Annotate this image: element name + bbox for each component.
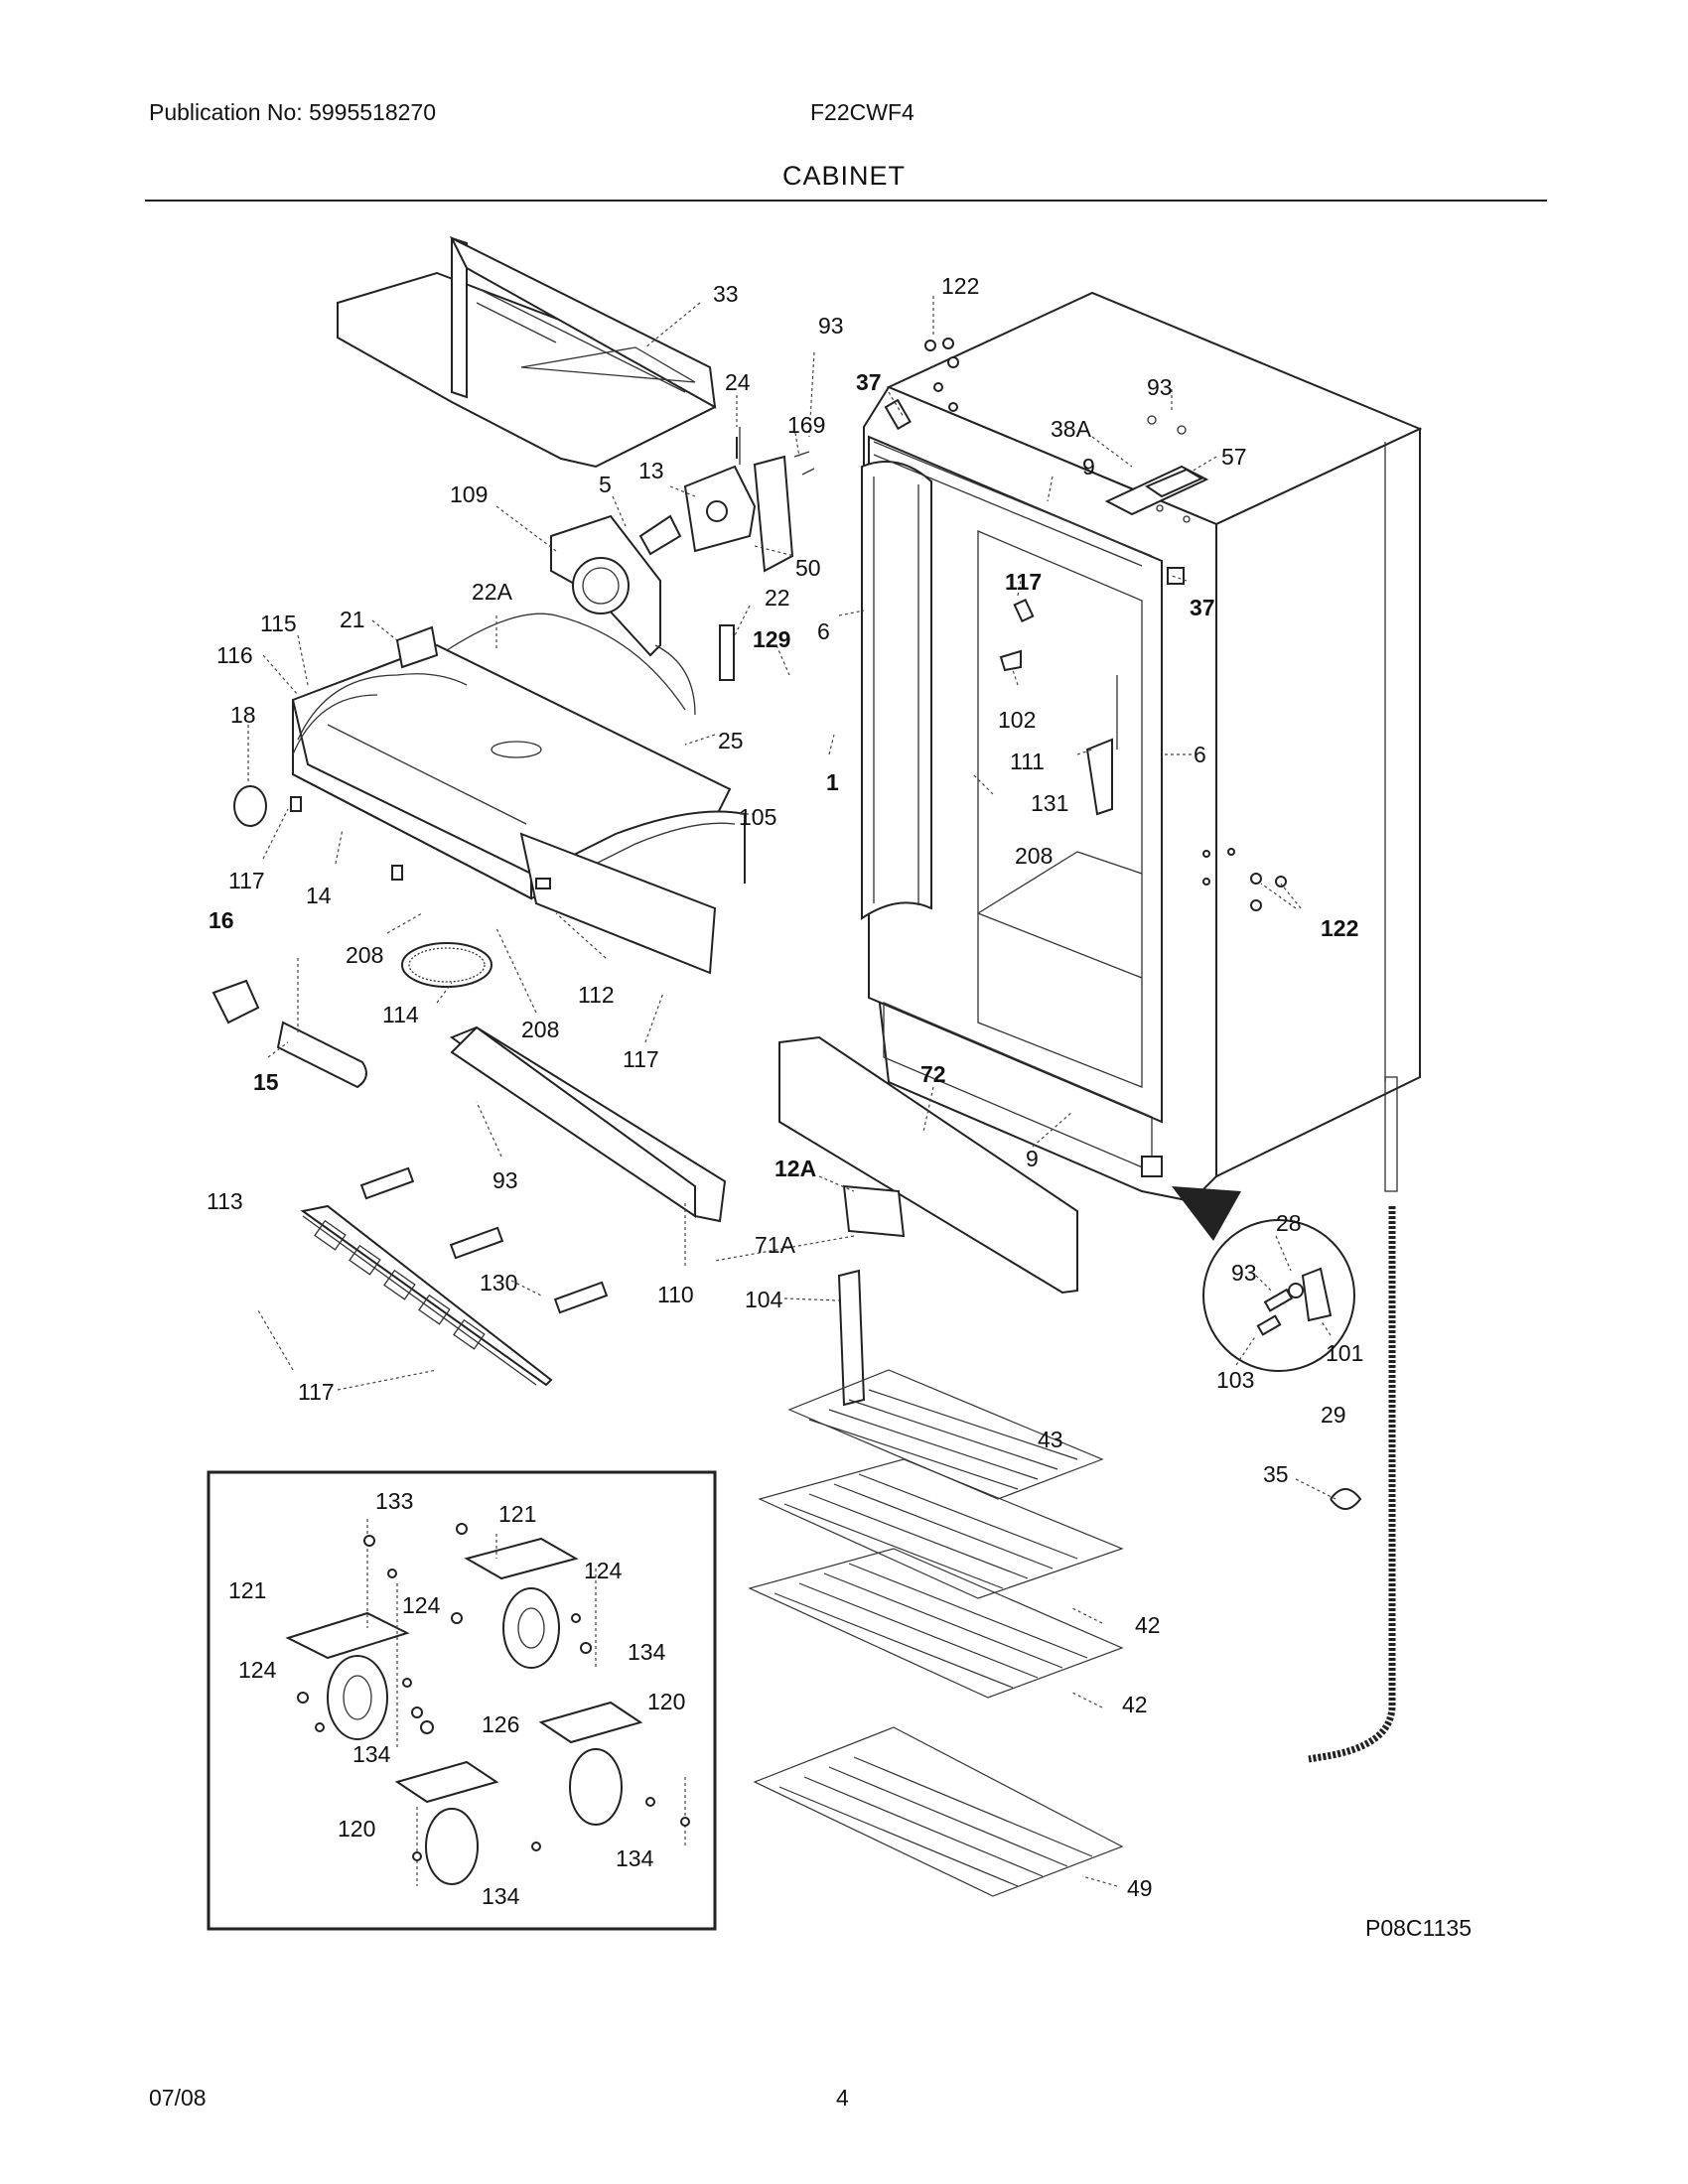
callout-50: 50 bbox=[795, 555, 821, 581]
callout-5: 5 bbox=[599, 472, 612, 497]
part-callouts: 33 122 24 93 37 93 169 38A 57 9 109 5 13… bbox=[207, 273, 1363, 1909]
section-title: CABINET bbox=[781, 161, 907, 191]
callout-38a: 38A bbox=[1051, 416, 1092, 442]
callout-93: 93 bbox=[1147, 374, 1173, 400]
callout-121: 121 bbox=[498, 1501, 536, 1527]
figure-code: P08C1135 bbox=[1365, 1915, 1472, 1941]
callout-42: 42 bbox=[1135, 1612, 1161, 1638]
callout-57: 57 bbox=[1221, 444, 1247, 470]
callout-110: 110 bbox=[657, 1282, 694, 1307]
callout-6: 6 bbox=[1194, 742, 1206, 767]
toe-grille bbox=[300, 1025, 727, 1387]
callout-15: 15 bbox=[253, 1069, 279, 1095]
callout-93: 93 bbox=[818, 313, 844, 339]
evaporator-cover-25 bbox=[211, 625, 746, 1089]
cabinet-body bbox=[861, 291, 1423, 1763]
callout-13: 13 bbox=[638, 458, 664, 483]
shelves bbox=[748, 1369, 1124, 1897]
callout-111: 111 bbox=[1010, 749, 1045, 774]
callout-1: 1 bbox=[826, 769, 839, 795]
callout-16: 16 bbox=[209, 907, 234, 933]
callout-133: 133 bbox=[375, 1488, 413, 1514]
callout-117: 117 bbox=[1005, 569, 1042, 595]
callout-24: 24 bbox=[725, 369, 751, 395]
callout-130: 130 bbox=[480, 1270, 517, 1296]
callout-113: 113 bbox=[207, 1188, 243, 1214]
callout-37: 37 bbox=[856, 369, 882, 395]
page-number: 4 bbox=[836, 2085, 849, 2111]
callout-43: 43 bbox=[1038, 1427, 1063, 1452]
callout-49: 49 bbox=[1127, 1875, 1153, 1901]
callout-117: 117 bbox=[228, 868, 265, 893]
callout-102: 102 bbox=[998, 707, 1036, 733]
callout-126: 126 bbox=[482, 1711, 519, 1737]
callout-208: 208 bbox=[1015, 843, 1053, 869]
callout-9: 9 bbox=[1082, 454, 1095, 479]
callout-116: 116 bbox=[216, 642, 253, 668]
callout-25: 25 bbox=[718, 728, 744, 753]
callout-129: 129 bbox=[753, 626, 790, 652]
callout-29: 29 bbox=[1321, 1402, 1346, 1428]
callout-104: 104 bbox=[745, 1287, 783, 1312]
callout-72: 72 bbox=[920, 1061, 946, 1087]
callout-124: 124 bbox=[238, 1657, 277, 1683]
callout-121: 121 bbox=[228, 1577, 266, 1603]
callout-114: 114 bbox=[382, 1002, 419, 1027]
callout-105: 105 bbox=[739, 804, 776, 830]
publication-number: Publication No: 5995518270 bbox=[149, 99, 437, 125]
callout-21: 21 bbox=[340, 607, 365, 632]
callout-6: 6 bbox=[817, 618, 830, 644]
callout-14: 14 bbox=[306, 883, 332, 908]
callout-124: 124 bbox=[584, 1558, 623, 1583]
callout-115: 115 bbox=[260, 611, 297, 636]
model-number: F22CWF4 bbox=[810, 99, 914, 125]
callout-134: 134 bbox=[482, 1883, 520, 1909]
front-panel-72 bbox=[778, 1035, 1078, 1407]
callout-122: 122 bbox=[1321, 915, 1358, 941]
callout-120: 120 bbox=[647, 1689, 685, 1714]
callout-131: 131 bbox=[1031, 790, 1068, 816]
callout-93: 93 bbox=[492, 1167, 518, 1193]
callout-134: 134 bbox=[352, 1741, 391, 1767]
callout-9: 9 bbox=[1026, 1146, 1039, 1171]
callout-169: 169 bbox=[787, 412, 825, 438]
callout-42: 42 bbox=[1122, 1692, 1148, 1717]
callout-122: 122 bbox=[941, 273, 979, 299]
callout-12a: 12A bbox=[774, 1156, 816, 1181]
callout-93: 93 bbox=[1231, 1260, 1257, 1286]
top-cover-33 bbox=[337, 235, 717, 469]
callout-28: 28 bbox=[1276, 1210, 1302, 1236]
callout-117: 117 bbox=[623, 1046, 659, 1072]
callout-120: 120 bbox=[338, 1816, 375, 1842]
callout-109: 109 bbox=[450, 481, 488, 507]
callout-117: 117 bbox=[298, 1379, 335, 1405]
callout-124: 124 bbox=[402, 1592, 441, 1618]
callout-134: 134 bbox=[616, 1845, 654, 1871]
fan-assembly bbox=[446, 427, 815, 716]
callout-112: 112 bbox=[578, 982, 615, 1008]
footer-date: 07/08 bbox=[149, 2085, 207, 2111]
callout-37: 37 bbox=[1190, 595, 1215, 620]
callout-22a: 22A bbox=[472, 579, 513, 605]
callout-71a: 71A bbox=[755, 1232, 796, 1258]
caster-inset-box bbox=[207, 1470, 717, 1931]
callout-22: 22 bbox=[765, 585, 790, 611]
leader-lines bbox=[247, 296, 1336, 1887]
callout-134: 134 bbox=[628, 1639, 666, 1665]
callout-18: 18 bbox=[230, 702, 256, 728]
callout-101: 101 bbox=[1326, 1340, 1363, 1366]
callout-35: 35 bbox=[1263, 1461, 1289, 1487]
callout-208: 208 bbox=[521, 1017, 559, 1042]
header-divider bbox=[145, 200, 1547, 202]
callout-33: 33 bbox=[713, 281, 739, 307]
callout-208: 208 bbox=[346, 942, 383, 968]
callout-103: 103 bbox=[1216, 1367, 1254, 1393]
